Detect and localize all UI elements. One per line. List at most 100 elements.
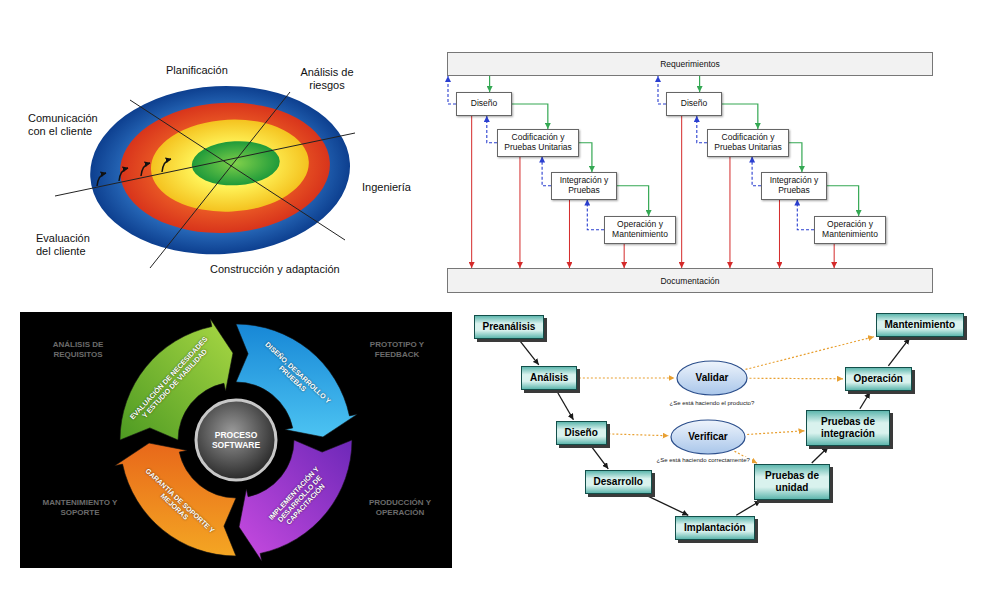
node-text: Codificación y Pruebas Unitarias bbox=[712, 133, 784, 153]
node-text: EVALUACIÓN DE NECESIDADES Y ESTUDIO DE V… bbox=[129, 335, 216, 426]
sector-line bbox=[150, 92, 290, 268]
sector-label: Ingeniería bbox=[362, 181, 411, 194]
node-text: Documentación bbox=[660, 276, 719, 286]
node-text: Operación y Mantenimiento bbox=[819, 220, 881, 240]
process-box: Pruebas de integración bbox=[806, 410, 890, 446]
connector-arrow bbox=[789, 143, 802, 172]
phase-box: Integración y Pruebas bbox=[551, 172, 617, 200]
hub-circle: PROCESO SOFTWARE bbox=[194, 398, 278, 482]
hub-disc bbox=[196, 400, 276, 480]
node-text: Diseño bbox=[671, 99, 717, 109]
spiral-arrow bbox=[141, 163, 150, 176]
check-ellipse: Validar bbox=[676, 360, 748, 396]
node-text: Análisis bbox=[530, 372, 568, 384]
node-text: Diseño bbox=[461, 99, 507, 109]
connector-arrow bbox=[888, 338, 909, 366]
phase-label: PROTOTIPO Y FEEDBACK bbox=[366, 340, 428, 360]
connector-arrow bbox=[729, 157, 730, 268]
sector-label: Planificación bbox=[166, 64, 228, 77]
connector-arrow bbox=[519, 157, 520, 268]
connector-arrow bbox=[608, 434, 668, 436]
node-text: Pruebas de integración bbox=[815, 416, 881, 440]
sector-label: Evaluación del cliente bbox=[36, 232, 100, 258]
connector-arrow bbox=[542, 157, 551, 186]
connector-arrow bbox=[834, 244, 835, 268]
connector-arrow bbox=[658, 76, 666, 104]
connector-arrow bbox=[624, 244, 625, 268]
node-text: Codificación y Pruebas Unitarias bbox=[502, 133, 574, 153]
connector-arrow bbox=[812, 447, 829, 463]
ellipse-shape bbox=[677, 361, 747, 395]
cycle-segment: EVALUACIÓN DE NECESIDADES Y ESTUDIO DE V… bbox=[129, 335, 216, 426]
node-text: Implantación bbox=[684, 522, 746, 534]
connector-arrow bbox=[860, 392, 870, 408]
process-box: Análisis bbox=[521, 366, 577, 390]
question-label: ¿Se está haciendo correctamente? bbox=[655, 457, 752, 465]
stage-bar: Requerimientos bbox=[447, 52, 933, 76]
check-ellipse: Verificar bbox=[670, 419, 746, 455]
sector-line bbox=[130, 100, 345, 240]
phase-box: Codificación y Pruebas Unitarias bbox=[497, 129, 579, 157]
stage-bar: Documentación bbox=[447, 268, 933, 293]
connector-arrow bbox=[746, 337, 875, 370]
sector-line bbox=[55, 133, 355, 196]
connector-arrow bbox=[779, 200, 780, 268]
node-text: PROCESO SOFTWARE bbox=[206, 430, 266, 450]
connector-arrow bbox=[697, 116, 707, 143]
phase-box: Diseño bbox=[456, 92, 512, 116]
connector-arrow bbox=[699, 76, 700, 92]
connector-arrow bbox=[519, 340, 538, 365]
node-text: Operación bbox=[854, 373, 903, 385]
node-text: Integración y Pruebas bbox=[766, 176, 822, 196]
connector-arrow bbox=[448, 76, 456, 104]
process-box: Diseño bbox=[556, 421, 607, 445]
connector-arrow bbox=[489, 76, 490, 92]
cycle-ring bbox=[115, 319, 358, 562]
node-text: Verificar bbox=[682, 431, 734, 443]
process-box: Pruebas de unidad bbox=[754, 464, 830, 500]
node-text: Desarrollo bbox=[594, 476, 643, 488]
connector-arrow bbox=[747, 431, 804, 435]
connector-arrow bbox=[736, 501, 760, 515]
cycle-panel bbox=[20, 312, 452, 568]
connector-arrow bbox=[617, 186, 649, 216]
ellipse-shape bbox=[671, 420, 745, 454]
phase-label: ANÁLISIS DE REQUISITOS bbox=[42, 340, 114, 360]
spiral-core bbox=[191, 139, 281, 188]
connector-arrow bbox=[722, 104, 758, 129]
phase-box: Operación y Mantenimiento bbox=[604, 216, 676, 244]
node-text: Validar bbox=[688, 372, 736, 384]
connector-arrow bbox=[587, 200, 604, 230]
node-text: DISEÑO, DESARROLLO Y PRUEBAS bbox=[250, 333, 341, 420]
node-text: Integración y Pruebas bbox=[556, 176, 612, 196]
connector-arrow bbox=[579, 143, 592, 172]
connector-arrow bbox=[487, 116, 497, 143]
process-box: Implantación bbox=[675, 516, 755, 540]
connector-arrow bbox=[681, 116, 682, 268]
connector-arrow bbox=[579, 377, 675, 378]
connector-arrow bbox=[557, 391, 574, 419]
phase-box: Codificación y Pruebas Unitarias bbox=[707, 129, 789, 157]
spiral-arrow bbox=[97, 173, 106, 186]
spiral-arrow bbox=[162, 159, 171, 172]
node-text: GARANTÍA DE SOPORTE Y MEJORAS bbox=[131, 460, 222, 547]
connector-arrow bbox=[591, 446, 608, 469]
phase-label: MANTENIMIENTO Y SOPORTE bbox=[36, 498, 124, 518]
phase-label: PRODUCCIÓN Y OPERACIÓN bbox=[358, 498, 442, 518]
cycle-segment: GARANTÍA DE SOPORTE Y MEJORAS bbox=[131, 460, 222, 547]
node-text: Operación y Mantenimiento bbox=[609, 220, 671, 240]
spiral-arrow bbox=[119, 168, 128, 181]
connector-arrow bbox=[752, 157, 761, 186]
cycle-segment: DISEÑO, DESARROLLO Y PRUEBAS bbox=[250, 333, 341, 420]
sector-label: Análisis de riesgos bbox=[296, 66, 358, 92]
sector-label: Comunicación con el cliente bbox=[28, 112, 108, 138]
connector-arrow bbox=[645, 495, 688, 516]
node-text: Pruebas de unidad bbox=[763, 470, 821, 494]
node-text: Requerimientos bbox=[660, 59, 720, 69]
spiral-ring bbox=[117, 97, 334, 238]
connector-arrow bbox=[569, 200, 570, 268]
spiral-ring bbox=[86, 79, 354, 260]
